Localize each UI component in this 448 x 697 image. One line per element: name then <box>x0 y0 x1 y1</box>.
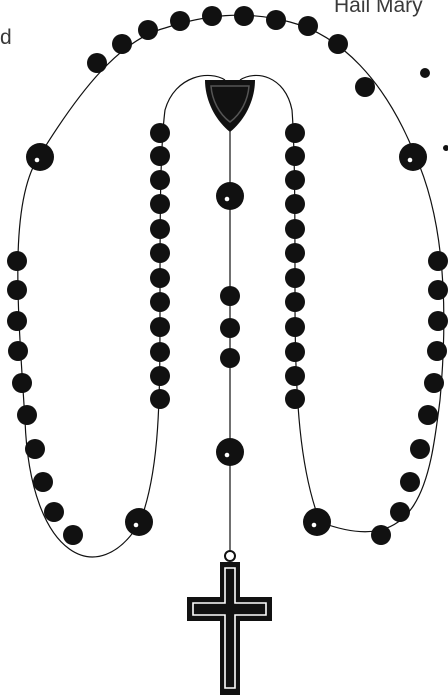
small-bead <box>112 34 132 54</box>
small-bead <box>410 439 430 459</box>
small-bead <box>285 243 305 263</box>
small-bead <box>328 34 348 54</box>
label-fragment-left: d <box>0 26 12 49</box>
small-bead <box>7 311 27 331</box>
large-bead <box>216 438 244 466</box>
small-bead <box>428 280 448 300</box>
small-bead <box>150 123 170 143</box>
small-bead <box>150 268 170 288</box>
small-bead <box>285 366 305 386</box>
small-bead <box>150 292 170 312</box>
large-bead-highlight <box>134 523 139 528</box>
large-bead-highlight <box>408 158 413 163</box>
small-bead <box>400 472 420 492</box>
bullet-dot-icon-2 <box>443 145 448 151</box>
small-bead <box>170 11 190 31</box>
large-bead-highlight <box>225 197 230 202</box>
small-bead <box>150 317 170 337</box>
small-bead <box>63 525 83 545</box>
small-bead <box>12 373 32 393</box>
small-bead <box>298 16 318 36</box>
small-bead <box>150 219 170 239</box>
small-bead <box>285 146 305 166</box>
small-bead <box>285 219 305 239</box>
small-bead <box>220 348 240 368</box>
small-bead <box>87 53 107 73</box>
small-bead <box>220 286 240 306</box>
small-bead <box>285 123 305 143</box>
large-bead-highlight <box>312 523 317 528</box>
small-bead <box>150 194 170 214</box>
large-bead <box>216 182 244 210</box>
small-bead <box>285 268 305 288</box>
small-bead <box>150 342 170 362</box>
small-bead <box>418 405 438 425</box>
large-bead <box>399 143 427 171</box>
small-bead <box>7 280 27 300</box>
small-bead <box>7 251 27 271</box>
large-bead <box>303 508 331 536</box>
small-bead <box>220 318 240 338</box>
small-bead <box>8 341 28 361</box>
small-bead <box>427 341 447 361</box>
large-bead <box>125 508 153 536</box>
large-bead <box>26 143 54 171</box>
small-bead <box>428 251 448 271</box>
label-hail-mary: Hail Mary <box>334 0 423 17</box>
small-bead <box>33 472 53 492</box>
small-bead <box>25 439 45 459</box>
large-bead-highlight <box>35 158 40 163</box>
small-bead <box>150 170 170 190</box>
bullet-dot-icon <box>420 68 430 78</box>
small-bead <box>285 292 305 312</box>
small-bead <box>17 405 37 425</box>
small-bead <box>150 243 170 263</box>
small-bead <box>150 389 170 409</box>
small-bead <box>202 6 222 26</box>
centerpiece-medal-icon <box>205 80 255 132</box>
small-bead <box>285 170 305 190</box>
small-bead <box>150 146 170 166</box>
cross-icon <box>187 551 272 695</box>
small-bead <box>390 502 410 522</box>
small-bead <box>266 10 286 30</box>
small-bead <box>285 194 305 214</box>
small-bead <box>138 20 158 40</box>
small-bead <box>285 389 305 409</box>
large-bead-highlight <box>225 453 230 458</box>
small-bead <box>285 317 305 337</box>
small-bead <box>285 342 305 362</box>
small-bead <box>234 6 254 26</box>
small-bead <box>424 373 444 393</box>
small-bead <box>428 311 448 331</box>
small-bead <box>371 525 391 545</box>
small-bead <box>44 502 64 522</box>
small-bead <box>150 366 170 386</box>
small-bead <box>355 77 375 97</box>
